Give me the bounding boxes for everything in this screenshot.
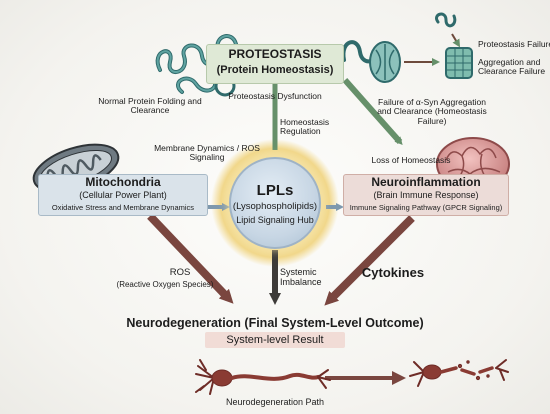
neuroinflammation-caption: Immune Signaling Pathway (GPCR Signaling… <box>349 203 503 212</box>
mitochondria-caption: Oxidative Stress and Membrane Dynamics <box>51 203 195 212</box>
neuroinflammation-title: Neuroinflammation <box>371 175 481 189</box>
neurodegeneration-path-label: Neurodegeneration Path <box>225 397 325 407</box>
proteostasis-failure-label: Proteostasis Failure <box>478 39 550 49</box>
degenerating-neuron-icon <box>409 359 509 387</box>
folded-protein-icon <box>341 40 401 83</box>
outcome-subtitle: System-level Result <box>226 334 324 346</box>
ros-label: ROS <box>169 267 191 278</box>
failure-synuclein-label: Failure of α-Syn Aggregation and Clearan… <box>377 97 487 126</box>
hub-caption: Lipid Signaling Hub <box>236 215 314 225</box>
proteostasis-title: PROTEOSTASIS <box>228 47 322 61</box>
healthy-neuron-icon <box>195 359 331 395</box>
proteostasis-box <box>206 44 344 84</box>
membrane-dynamics-label: Membrane Dynamics / ROS Signaling <box>154 143 260 163</box>
loss-homeostasis-label: Loss of Homeostasis <box>371 155 451 165</box>
normal-folding-label: Normal Protein Folding and Clearance <box>98 96 202 116</box>
systemic-imbalance-label: Systemic Imbalance <box>280 267 322 287</box>
mitochondria-title: Mitochondria <box>85 175 161 189</box>
neuroinflammation-box <box>343 174 509 216</box>
hub-title: LPLs <box>256 182 294 199</box>
hub-subtitle: (Lysophospholipids) <box>232 201 318 212</box>
aggregate-fibril-icon <box>435 12 473 79</box>
arrow-proteostasis-to-neuro <box>342 78 403 145</box>
outcome-subtitle-band <box>205 332 345 348</box>
aggregation-failure-label: Aggregation and Clearance Failure <box>478 57 546 77</box>
ros-sublabel: (Reactive Oxygen Species) <box>116 280 214 289</box>
neuroinflammation-subtitle: (Brain Immune Response) <box>373 190 479 200</box>
arrow-neuro-to-outcome <box>324 215 415 306</box>
homeostasis-regulation-label: Homeostasis Regulation <box>280 117 330 137</box>
cytokines-label: Cytokines <box>361 265 425 280</box>
proteostasis-subtitle: (Protein Homeostasis) <box>216 64 334 76</box>
mitochondria-subtitle: (Cellular Power Plant) <box>79 190 167 200</box>
proteostasis-dysfunction-label: Proteostasis Dysfunction <box>228 91 322 101</box>
arrow-mito-to-outcome <box>147 213 234 304</box>
lpl-hub <box>229 157 321 249</box>
outcome-title: Neurodegeneration (Final System-Level Ou… <box>126 316 424 330</box>
mitochondria-box <box>38 174 208 216</box>
